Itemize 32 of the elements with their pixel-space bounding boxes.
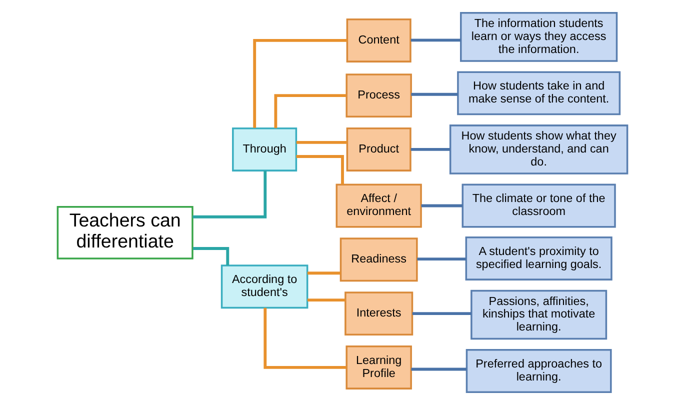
node-box: Learning Profile [346, 346, 412, 390]
node-box: Affect / environment [336, 184, 422, 228]
node-box: Preferred approaches to learning. [466, 349, 612, 393]
node-box: Process [346, 74, 412, 118]
connector [296, 155, 344, 185]
connector [412, 312, 472, 316]
node-box: Readiness [340, 238, 418, 282]
node-box: How students show what they know, understand, and can do. [449, 124, 628, 174]
node-box: According to student's [220, 264, 308, 309]
node-box: Content [346, 18, 412, 62]
connector [192, 170, 267, 218]
connector [307, 298, 346, 302]
connector [411, 92, 458, 96]
connector [411, 368, 467, 371]
connector [296, 140, 348, 144]
connector [274, 94, 346, 128]
connector [410, 148, 450, 151]
connector [307, 272, 341, 275]
node-box: A student's proximity to specified learning goals. [465, 236, 612, 280]
node-box: Passions, affinities, kinships that motivate learning. [470, 290, 608, 340]
connector [253, 39, 348, 128]
connector [421, 204, 462, 208]
connector [264, 308, 347, 369]
connector [417, 258, 466, 261]
node-box: Product [346, 127, 412, 172]
node-box: How students take in and make sense of the content. [457, 71, 621, 116]
node-box: Interests [344, 292, 414, 336]
node-box: Teachers can differentiate [56, 206, 194, 260]
node-box: The climate or tone of the classroom [462, 184, 616, 228]
node-box: The information students learn or ways they access the information. [460, 12, 618, 62]
node-box: Through [232, 127, 298, 172]
connector [410, 38, 461, 42]
